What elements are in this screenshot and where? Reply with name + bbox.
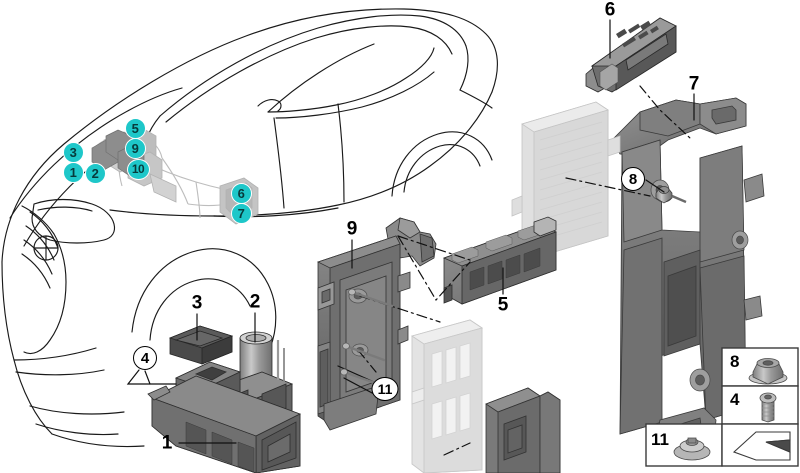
- ghost-fuse-box: [410, 319, 484, 473]
- part-label-6: 6: [604, 0, 616, 21]
- part-5-junction-module: [442, 216, 558, 305]
- ring-label-4: 4: [133, 346, 157, 370]
- part-label-2: 2: [249, 291, 261, 313]
- part-label-9: 9: [346, 218, 358, 240]
- part-8-flange-nut-on-bracket: [655, 186, 687, 204]
- callout-9[interactable]: 9: [124, 137, 146, 159]
- part-1-base-carrier: [147, 361, 302, 473]
- ring-label-8: 8: [621, 167, 645, 191]
- part-3-cover-cap: [168, 325, 234, 365]
- legend-icon-flange-nut: [748, 358, 788, 385]
- part-label-3: 3: [191, 292, 203, 314]
- legend-label-8: 8: [730, 352, 740, 371]
- callout-10[interactable]: 10: [126, 158, 150, 180]
- legend-label-11: 11: [651, 430, 669, 449]
- part-cover-bottom-right: [485, 387, 561, 473]
- callout-1[interactable]: 1: [62, 161, 84, 183]
- plate-9-screw-heads: [340, 288, 356, 376]
- legend-label-4: 4: [730, 390, 740, 409]
- legend-icon-wedge-clip: [732, 431, 791, 461]
- leader-lines: [126, 19, 695, 456]
- callout-2[interactable]: 2: [84, 162, 106, 184]
- callout-3[interactable]: 3: [62, 141, 84, 163]
- ring-label-11: 11: [371, 377, 399, 401]
- callout-7[interactable]: 7: [230, 202, 252, 224]
- vehicle-outline: [1, 8, 498, 448]
- legend-icon-torx-bolt: [759, 392, 777, 423]
- legend-icon-grommet: [673, 437, 711, 461]
- callout-5[interactable]: 5: [124, 117, 146, 139]
- callout-6[interactable]: 6: [230, 182, 252, 204]
- part-label-1: 1: [161, 432, 173, 454]
- part-label-5: 5: [497, 294, 509, 316]
- part-6-control-module: [585, 17, 677, 93]
- part-label-7: 7: [688, 73, 700, 95]
